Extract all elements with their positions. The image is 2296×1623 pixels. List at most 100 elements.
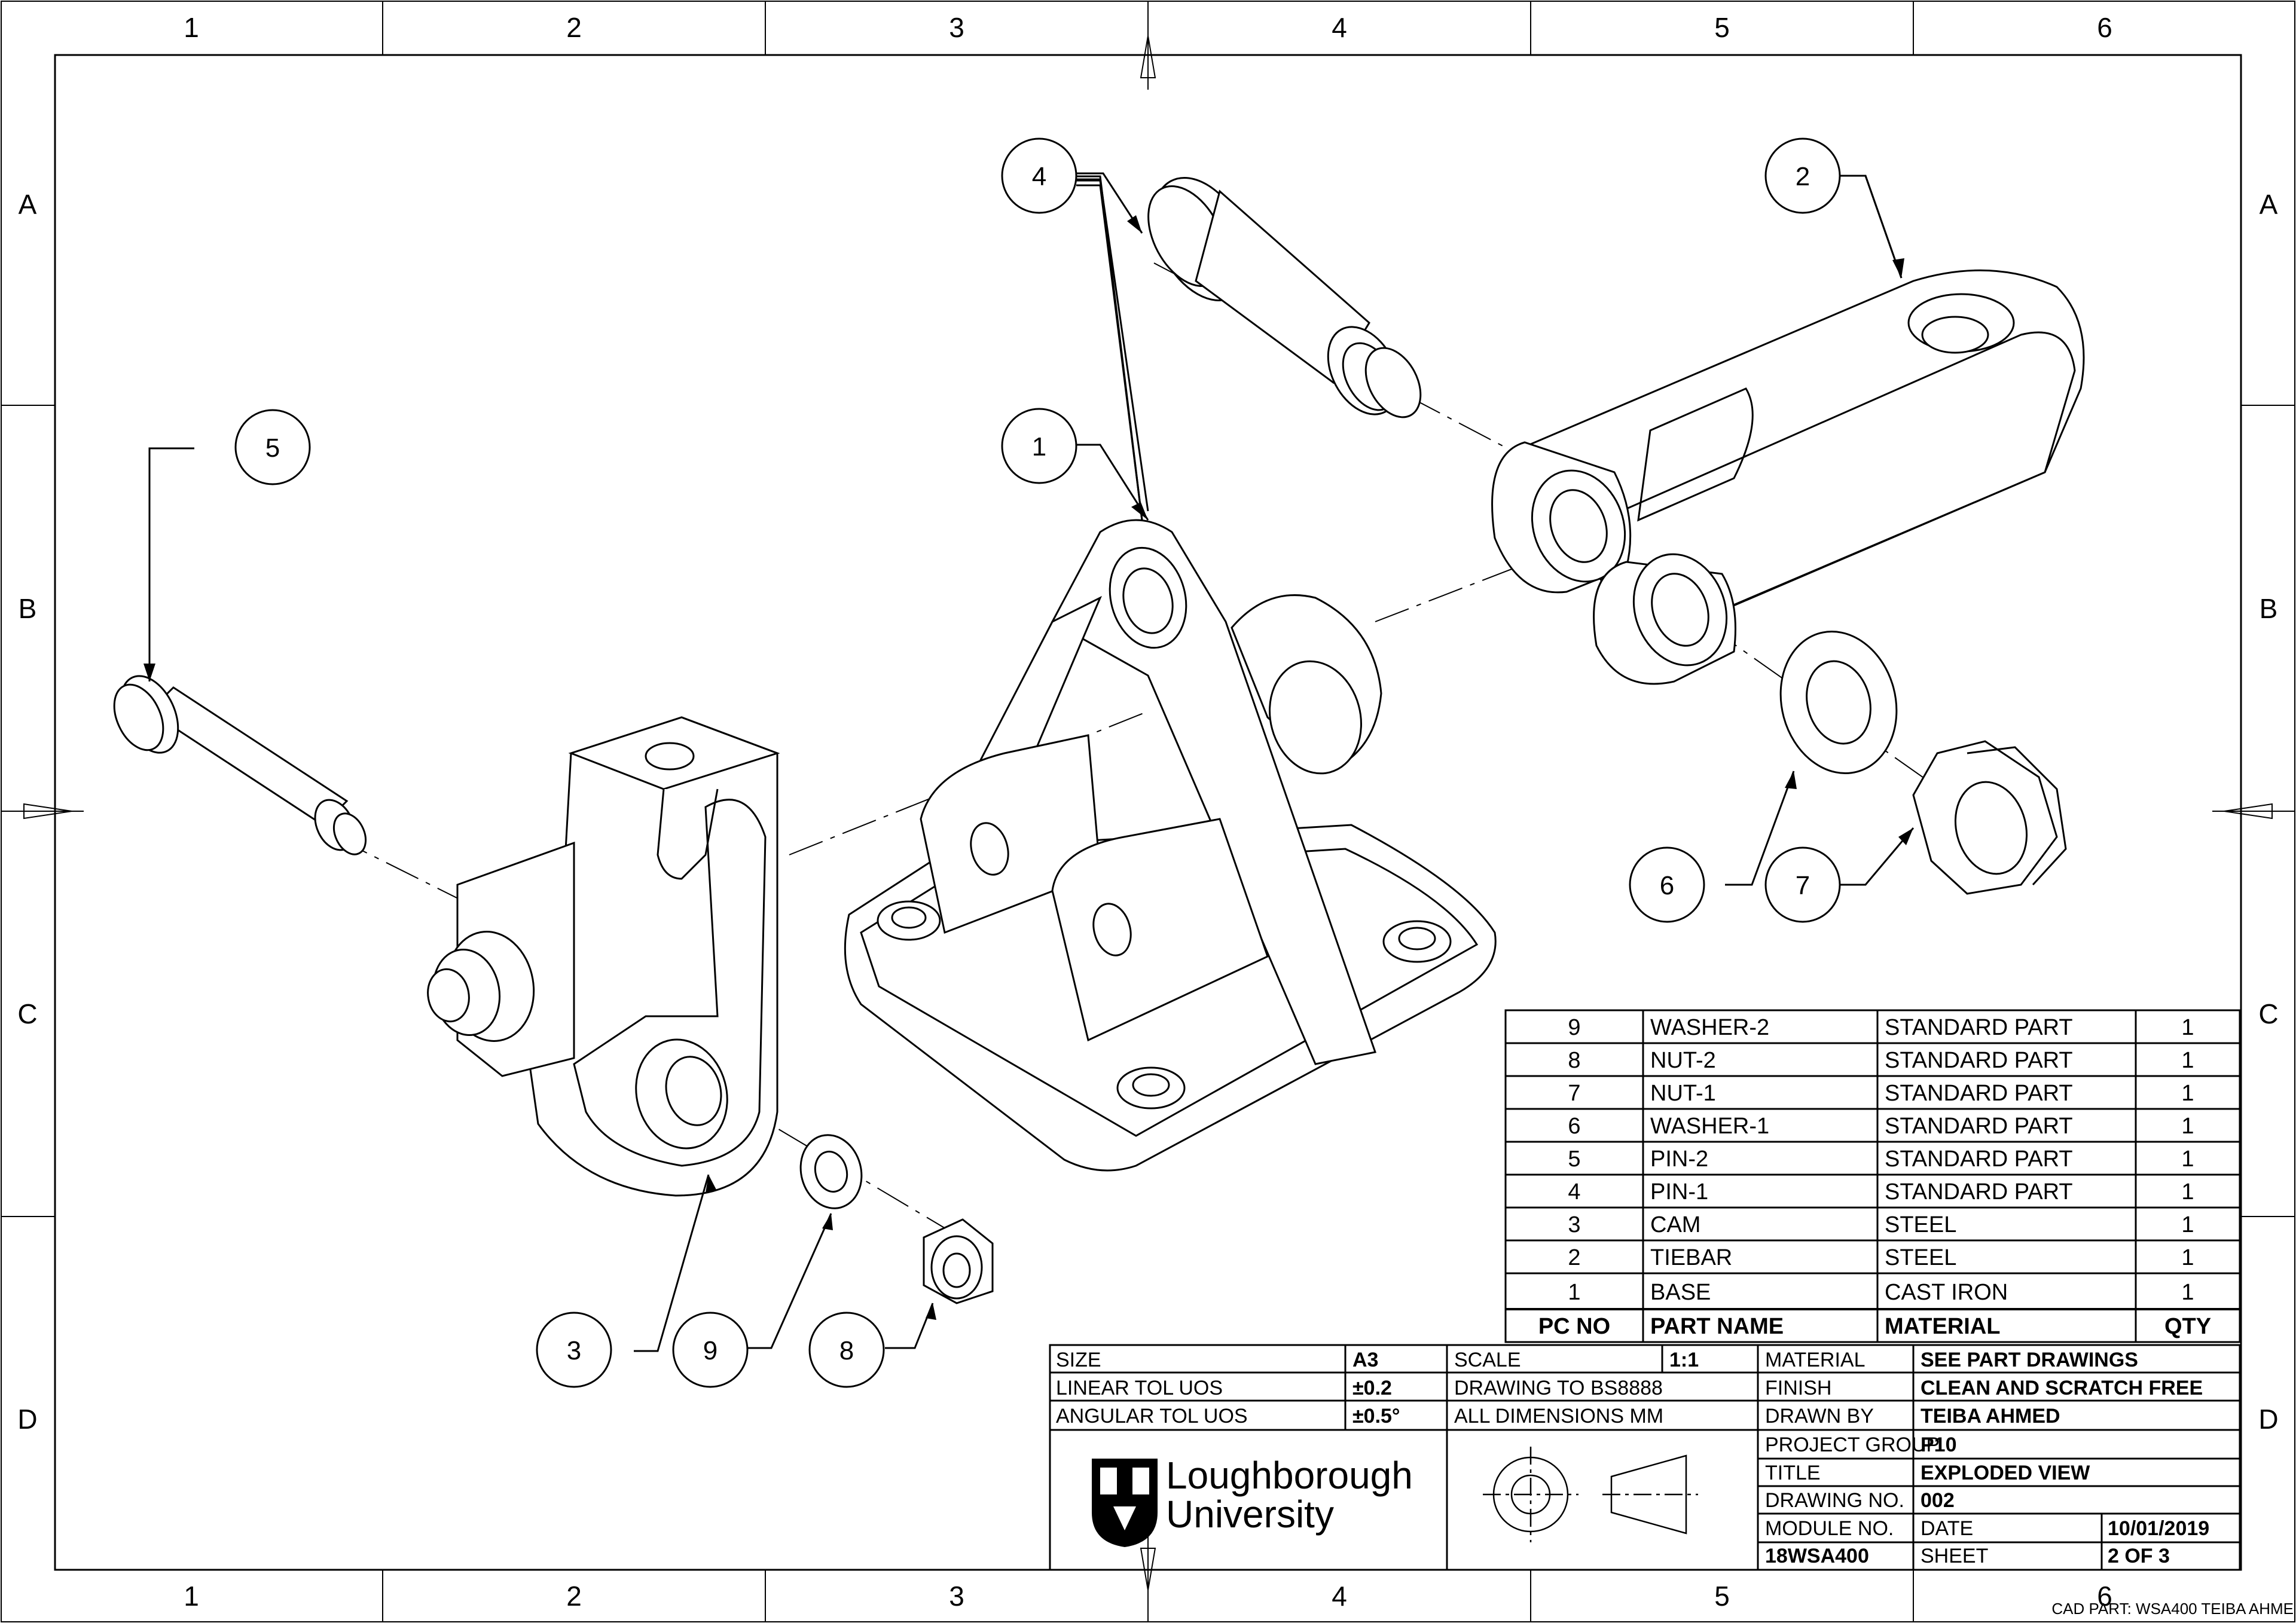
part-washer-1 <box>1779 631 1898 774</box>
bom-row-7-qty: 1 <box>2181 1081 2194 1106</box>
part-base <box>844 519 1497 1172</box>
part-pin-2 <box>113 675 367 855</box>
tb-scale-value: 1:1 <box>1669 1349 1699 1371</box>
tb-scale-label: SCALE <box>1454 1349 1521 1371</box>
bom-row-1-qty: 1 <box>2181 1280 2194 1305</box>
row-label-left-a: A <box>19 189 37 220</box>
bom-row-1-material: CAST IRON <box>1885 1280 2008 1305</box>
bom-row-8-qty: 1 <box>2181 1048 2194 1073</box>
part-pin-1 <box>1147 176 1422 418</box>
footer-note: CAD PART: WSA400 TEIBA AHME <box>2051 1600 2294 1618</box>
row-label-left-d: D <box>17 1404 37 1435</box>
tb-size-label: SIZE <box>1056 1349 1101 1371</box>
bom-row-2-name: TIEBAR <box>1650 1245 1732 1270</box>
bom-row-9-name: WASHER-2 <box>1650 1015 1769 1040</box>
col-label-bottom-3: 3 <box>949 1581 964 1612</box>
bom-row-6-pc: 6 <box>1568 1114 1580 1139</box>
col-label-top-3: 3 <box>949 12 964 43</box>
balloon-2 <box>1764 137 1841 214</box>
bom-row-2-pc: 2 <box>1568 1245 1580 1270</box>
bom-row-6-name: WASHER-1 <box>1650 1114 1769 1139</box>
col-label-top-1: 1 <box>184 12 199 43</box>
balloon-number-5: 5 <box>265 433 280 463</box>
tb-material-label: MATERIAL <box>1765 1349 1866 1371</box>
balloons <box>234 137 1841 1388</box>
title-block: SIZE A3 SCALE 1:1 MATERIAL SEE PART DRAW… <box>1049 1344 2241 1571</box>
balloon-8 <box>808 1312 885 1388</box>
bom-row-1-pc: 1 <box>1568 1280 1580 1305</box>
tb-project-group-label: PROJECT GROUP <box>1765 1434 1940 1456</box>
tb-finish-label: FINISH <box>1765 1377 1831 1399</box>
tb-linear-tol-label: LINEAR TOL UOS <box>1056 1377 1223 1399</box>
tb-project-group-value: P10 <box>1921 1434 1957 1456</box>
bom-row-2-qty: 1 <box>2181 1245 2194 1270</box>
tb-dimensions-note: ALL DIMENSIONS MM <box>1454 1405 1663 1428</box>
row-label-right-c: C <box>2258 998 2278 1029</box>
logo-line-1: Loughborough <box>1166 1454 1413 1497</box>
row-label-right-b: B <box>2260 593 2278 624</box>
tb-module-no-label: MODULE NO. <box>1765 1517 1894 1540</box>
logo-line-2: University <box>1166 1493 1334 1536</box>
part-washer-2 <box>799 1134 863 1209</box>
bom-row-3-pc: 3 <box>1568 1212 1580 1237</box>
balloon-number-1: 1 <box>1032 432 1046 461</box>
part-nut-2 <box>923 1218 994 1304</box>
balloon-number-4: 4 <box>1032 162 1046 191</box>
row-label-right-d: D <box>2258 1404 2278 1435</box>
bom-row-4-pc: 4 <box>1568 1179 1580 1205</box>
row-label-right-a: A <box>2260 189 2278 220</box>
part-cam <box>427 716 780 1197</box>
bom-header-pc: PC NO <box>1538 1314 1610 1339</box>
tb-module-no-value: 18WSA400 <box>1765 1545 1869 1567</box>
bom-row-7-name: NUT-1 <box>1650 1081 1716 1106</box>
bom-row-5-pc: 5 <box>1568 1147 1580 1172</box>
university-logo: Loughborough University <box>1092 1454 1413 1547</box>
col-label-bottom-5: 5 <box>1714 1581 1730 1612</box>
balloon-number-9: 9 <box>703 1336 718 1365</box>
balloon-4 <box>1001 137 1077 214</box>
tb-material-value: SEE PART DRAWINGS <box>1921 1349 2138 1371</box>
col-label-top-2: 2 <box>566 12 582 43</box>
bom-row-8-name: NUT-2 <box>1650 1048 1716 1073</box>
bom-row-6-material: STANDARD PART <box>1885 1114 2073 1139</box>
tb-date-label: DATE <box>1921 1517 1973 1540</box>
tb-finish-value: CLEAN AND SCRATCH FREE <box>1921 1377 2203 1399</box>
bom-row-2-material: STEEL <box>1885 1245 1956 1270</box>
bom-row-9-material: STANDARD PART <box>1885 1015 2073 1040</box>
bom-row-7-pc: 7 <box>1568 1081 1580 1106</box>
balloon-7 <box>1764 846 1841 923</box>
bom-row-5-name: PIN-2 <box>1650 1147 1708 1172</box>
leader-arrowheads <box>144 215 1913 1320</box>
bom-row-4-name: PIN-1 <box>1650 1179 1708 1205</box>
col-label-bottom-1: 1 <box>184 1581 199 1612</box>
bom-header-material: MATERIAL <box>1885 1314 2001 1339</box>
bom-row-8-material: STANDARD PART <box>1885 1048 2073 1073</box>
tb-sheet-label: SHEET <box>1921 1545 1988 1567</box>
bom-header-name: PART NAME <box>1650 1314 1784 1339</box>
bom-table: 9 WASHER-2 STANDARD PART 1 8 NUT-2 STAND… <box>1504 1009 2241 1343</box>
balloon-5 <box>234 409 311 485</box>
balloon-number-3: 3 <box>567 1336 581 1365</box>
tb-title-value: EXPLODED VIEW <box>1921 1462 2090 1484</box>
tb-date-value: 10/01/2019 <box>2108 1517 2209 1540</box>
part-nut-1 <box>1912 740 2067 895</box>
bom-row-3-material: STEEL <box>1885 1212 1956 1237</box>
tb-sheet-value: 2 OF 3 <box>2108 1545 2170 1567</box>
tb-linear-tol-value: ±0.2 <box>1352 1377 1392 1399</box>
col-label-bottom-4: 4 <box>1332 1581 1347 1612</box>
leader-lines <box>148 172 1915 1352</box>
row-label-left-b: B <box>19 593 37 624</box>
tb-drawing-no-label: DRAWING NO. <box>1765 1489 1904 1512</box>
bom-row-4-material: STANDARD PART <box>1885 1179 2073 1205</box>
col-label-top-5: 5 <box>1714 12 1730 43</box>
tb-title-label: TITLE <box>1765 1462 1821 1484</box>
col-label-top-6: 6 <box>2097 12 2112 43</box>
balloon-number-2: 2 <box>1796 162 1810 191</box>
balloon-1 <box>1001 408 1077 484</box>
bom-row-3-qty: 1 <box>2181 1212 2194 1237</box>
balloon-numbers: 1 2 3 4 5 6 7 8 9 <box>265 162 1810 1365</box>
balloon-number-8: 8 <box>839 1336 854 1365</box>
bom-header-qty: QTY <box>2164 1314 2211 1339</box>
